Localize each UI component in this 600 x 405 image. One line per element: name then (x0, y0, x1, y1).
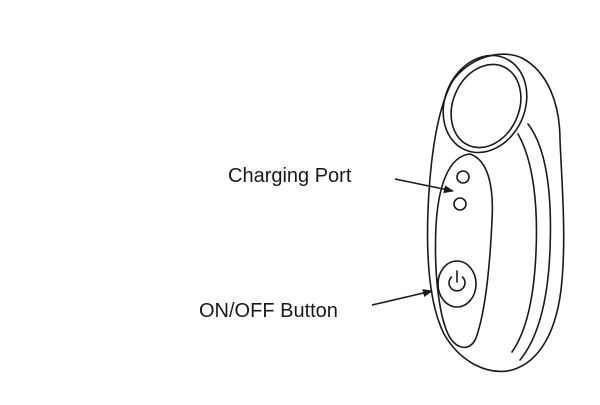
charging-port-arrow (394, 178, 454, 194)
charging-port-label: Charging Port (228, 165, 352, 187)
device-front-panel (434, 153, 494, 349)
device-body-outline (426, 53, 565, 373)
power-icon (448, 270, 466, 292)
power-button-ring (437, 260, 477, 308)
device-top-cap-inner (450, 63, 522, 149)
device-top-cap-outer (442, 54, 528, 154)
charging-port-pin-lower (453, 197, 467, 211)
charging-port (453, 170, 470, 211)
power-button-label: ON/OFF Button (199, 300, 338, 322)
power-button (437, 260, 477, 308)
device-side-contour (519, 123, 552, 361)
power-button-arrow (371, 289, 433, 306)
charging-port-pin-upper (456, 170, 470, 184)
device-side-contour-inner (511, 133, 538, 353)
